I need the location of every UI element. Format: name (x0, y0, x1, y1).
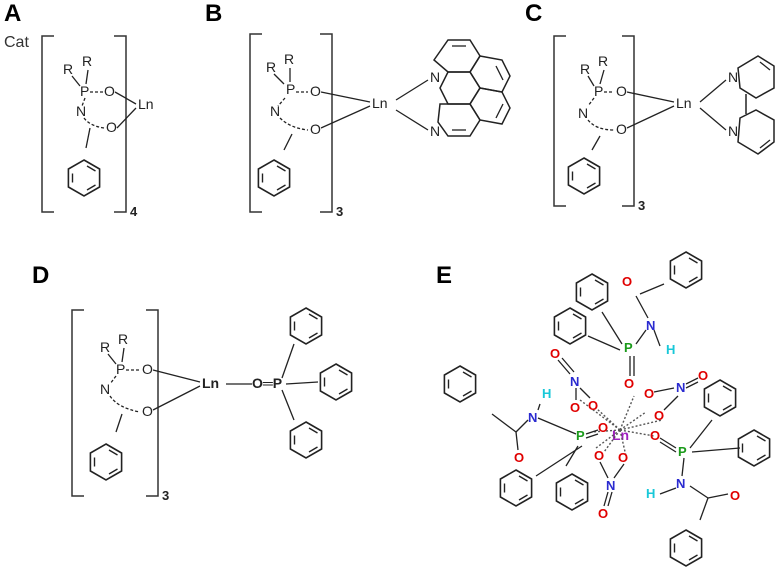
r-label-2: R (82, 53, 92, 69)
e-carbonyl-oxygen-left: O (514, 450, 524, 465)
e-nitrate-oxygen: O (698, 368, 708, 383)
nitrate-lower: O O N O (594, 448, 628, 521)
nitrate-upper-left: O N O O (550, 346, 598, 415)
r-label-2: R (284, 51, 294, 67)
panel-label-d: D (32, 262, 50, 289)
phosphorus-label: P (80, 83, 89, 99)
complex-d: R R P O N O Ln O═P 3 (71, 307, 353, 503)
oxygen-label-1: O (104, 83, 115, 99)
e-nitrate-oxygen: O (550, 346, 560, 361)
e-phosphorus-top: P (624, 340, 633, 355)
e-nitrate-nitrogen: N (606, 478, 615, 493)
subscript-c: 3 (638, 198, 645, 213)
subscript-a: 4 (130, 204, 138, 219)
r-label-1: R (100, 339, 110, 355)
e-nitrate-oxygen: O (618, 450, 628, 465)
e-oxygen-right: O (650, 428, 660, 443)
nitrogen-label-phen-1: N (430, 69, 440, 85)
r-label-2: R (118, 331, 128, 347)
e-nitrate-oxygen: O (598, 506, 608, 521)
e-oxygen-left: O (598, 420, 608, 435)
nitrogen-label: N (270, 103, 280, 119)
catalyst-label: Cat (4, 34, 29, 51)
e-nitrate-nitrogen: N (570, 374, 579, 389)
e-carbonyl-oxygen-top: O (622, 274, 632, 289)
complex-e: Ln P O N H O P (443, 251, 771, 567)
nitrogen-label-phen-2: N (430, 123, 440, 139)
e-nitrate-nitrogen: N (676, 380, 685, 395)
phosphorus-label: P (594, 83, 603, 99)
nitrogen-label-bpy-1: N (728, 69, 738, 85)
panel-label-b: B (205, 0, 223, 27)
nitrogen-label: N (100, 381, 110, 397)
e-hydrogen-top: H (666, 342, 675, 357)
panel-label-e: E (436, 262, 453, 289)
oxygen-label-1: O (616, 83, 627, 99)
e-hydrogen-right: H (646, 486, 655, 501)
oxygen-label-1: O (142, 361, 153, 377)
nitrate-upper-right: O N O O (644, 368, 708, 423)
e-phosphorus-left: P (576, 428, 585, 443)
oxygen-label-2: O (106, 119, 117, 135)
nitrogen-label: N (76, 103, 86, 119)
panel-label-c: C (525, 0, 543, 27)
nitrogen-label: N (578, 105, 588, 121)
r-label-1: R (266, 59, 276, 75)
e-nitrate-oxygen: O (570, 400, 580, 415)
e-nitrogen-left: N (528, 410, 537, 425)
phosphorus-label: P (116, 361, 125, 377)
e-hydrogen-left: H (542, 386, 551, 401)
complex-c: R R P O N O Ln 3 N N (553, 35, 775, 213)
phosphine-oxide-label: O═P (252, 375, 282, 391)
subscript-d: 3 (162, 488, 169, 503)
subscript-b: 3 (336, 204, 343, 219)
complex-b: R R P O N O Ln 3 N N (249, 33, 511, 219)
ln-label: Ln (372, 95, 388, 111)
nitrogen-label-bpy-2: N (728, 123, 738, 139)
oxygen-label-2: O (310, 121, 321, 137)
oxygen-label-2: O (616, 121, 627, 137)
e-nitrate-oxygen: O (588, 398, 598, 413)
e-nitrate-oxygen: O (594, 448, 604, 463)
e-nitrogen-right: N (676, 476, 685, 491)
e-nitrate-oxygen: O (644, 386, 654, 401)
oxygen-label-2: O (142, 403, 153, 419)
e-phosphorus-right: P (678, 444, 687, 459)
phosphorus-label: P (286, 81, 295, 97)
panel-label-a: A (4, 0, 22, 27)
complex-a: R R P O N O Ln 4 (41, 35, 154, 219)
ln-label: Ln (138, 96, 154, 112)
r-label-1: R (63, 61, 73, 77)
e-nitrogen-top: N (646, 318, 655, 333)
r-label-2: R (598, 53, 608, 69)
e-oxygen-top: O (624, 376, 634, 391)
e-carbonyl-oxygen-right: O (730, 488, 740, 503)
r-label-1: R (580, 61, 590, 77)
oxygen-label-1: O (310, 83, 321, 99)
ln-label: Ln (202, 375, 219, 391)
e-nitrate-oxygen: O (654, 408, 664, 423)
ln-label: Ln (676, 95, 692, 111)
